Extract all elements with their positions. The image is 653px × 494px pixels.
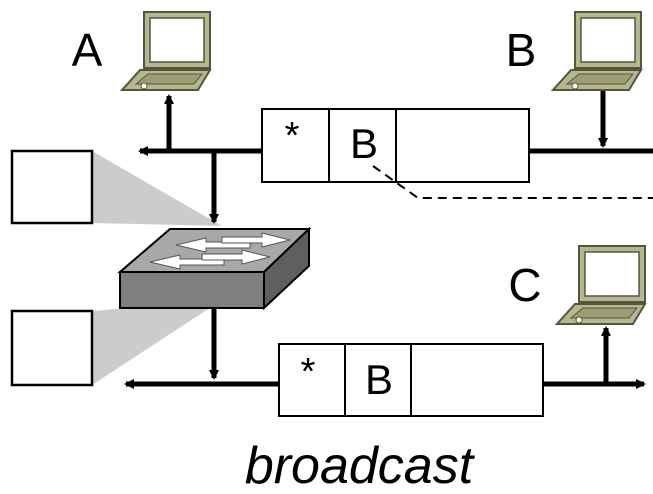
switch-icon [117, 226, 312, 311]
frame-top-field1: * [285, 115, 300, 157]
caption: broadcast [245, 437, 476, 494]
frame-bottom-field2: B [365, 356, 393, 403]
port-table-box-bottom [10, 309, 94, 387]
frame-top: * B [261, 108, 530, 183]
host-c-label: C [508, 259, 541, 311]
frame-bottom-field1: * [301, 351, 316, 393]
frame-top-field2: B [350, 120, 378, 167]
host-c-laptop-icon [556, 245, 646, 325]
host-a-label: A [72, 24, 103, 76]
port-table-shadow-top [92, 151, 222, 226]
frame-bottom: * B [278, 343, 544, 417]
port-table-shadow-bottom [92, 300, 222, 385]
dashed-callout-line [372, 165, 653, 199]
host-a-laptop-icon [121, 11, 211, 91]
port-table-box-top [10, 149, 94, 225]
host-b-label: B [506, 24, 537, 76]
host-b-laptop-icon [552, 11, 642, 91]
